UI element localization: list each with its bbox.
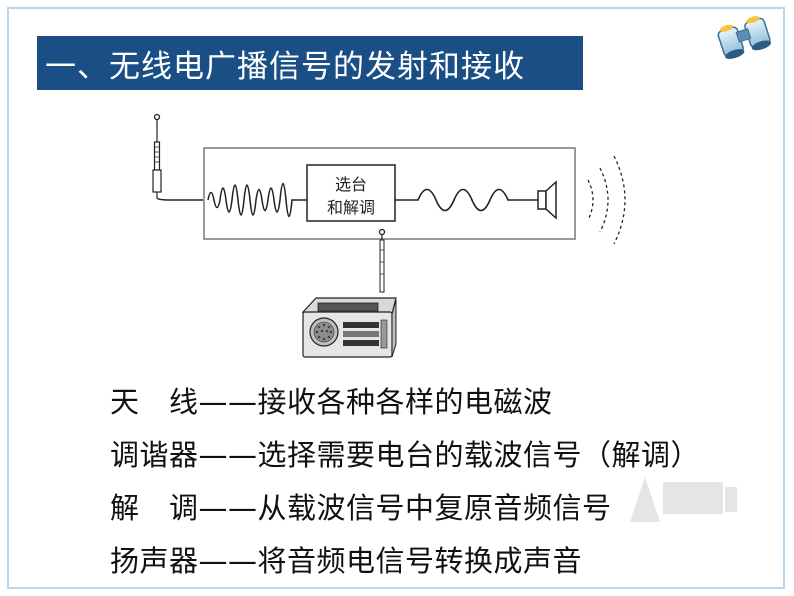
tuner-demod-box [306,164,396,222]
sound-wave-2 [599,167,609,233]
tuner-label-line2: 和解调 [327,198,375,217]
term-antenna: 天 线 [110,385,199,419]
sound-wave-3 [613,155,626,245]
desc-tuner-text: ——选择需要电台的载波信号（解调） [198,438,701,472]
desc-speaker: 扬声器——将音频电信号转换成声音 [110,536,700,586]
watermark-logo-icon [630,477,737,522]
desc-antenna: 天 线——接收各种各样的电磁波 [110,377,700,427]
slide-title-bar: 一、无线电广播信号的发射和接收 [37,36,583,90]
component-descriptions: 天 线——接收各种各样的电磁波 调谐器——选择需要电台的载波信号（解调） 解 调… [110,377,700,589]
radio-reception-diagram: 选台 和解调 [152,113,626,358]
speaker-icon [537,180,557,220]
radio-icon [301,297,397,358]
carrier-wave [207,182,307,218]
tuner-label-line1: 选台 [335,175,367,194]
desc-demodulation-text: ——从载波信号中复原音频信号 [198,491,612,525]
desc-antenna-text: ——接收各种各样的电磁波 [198,385,553,419]
desc-tuner: 调谐器——选择需要电台的载波信号（解调） [110,430,700,480]
antenna-icon [152,113,162,198]
term-demodulation: 解 调 [110,491,199,525]
slide-frame [7,7,785,589]
desc-speaker-text: ——将音频电信号转换成声音 [198,544,583,578]
sound-wave-1 [587,179,594,221]
slide-title: 一、无线电广播信号的发射和接收 [45,48,525,85]
desc-demodulation: 解 调——从载波信号中复原音频信号 [110,483,700,533]
binoculars-icon [717,16,771,59]
term-speaker: 扬声器 [110,544,199,578]
audio-wave [395,188,538,212]
term-tuner: 调谐器 [110,438,199,472]
